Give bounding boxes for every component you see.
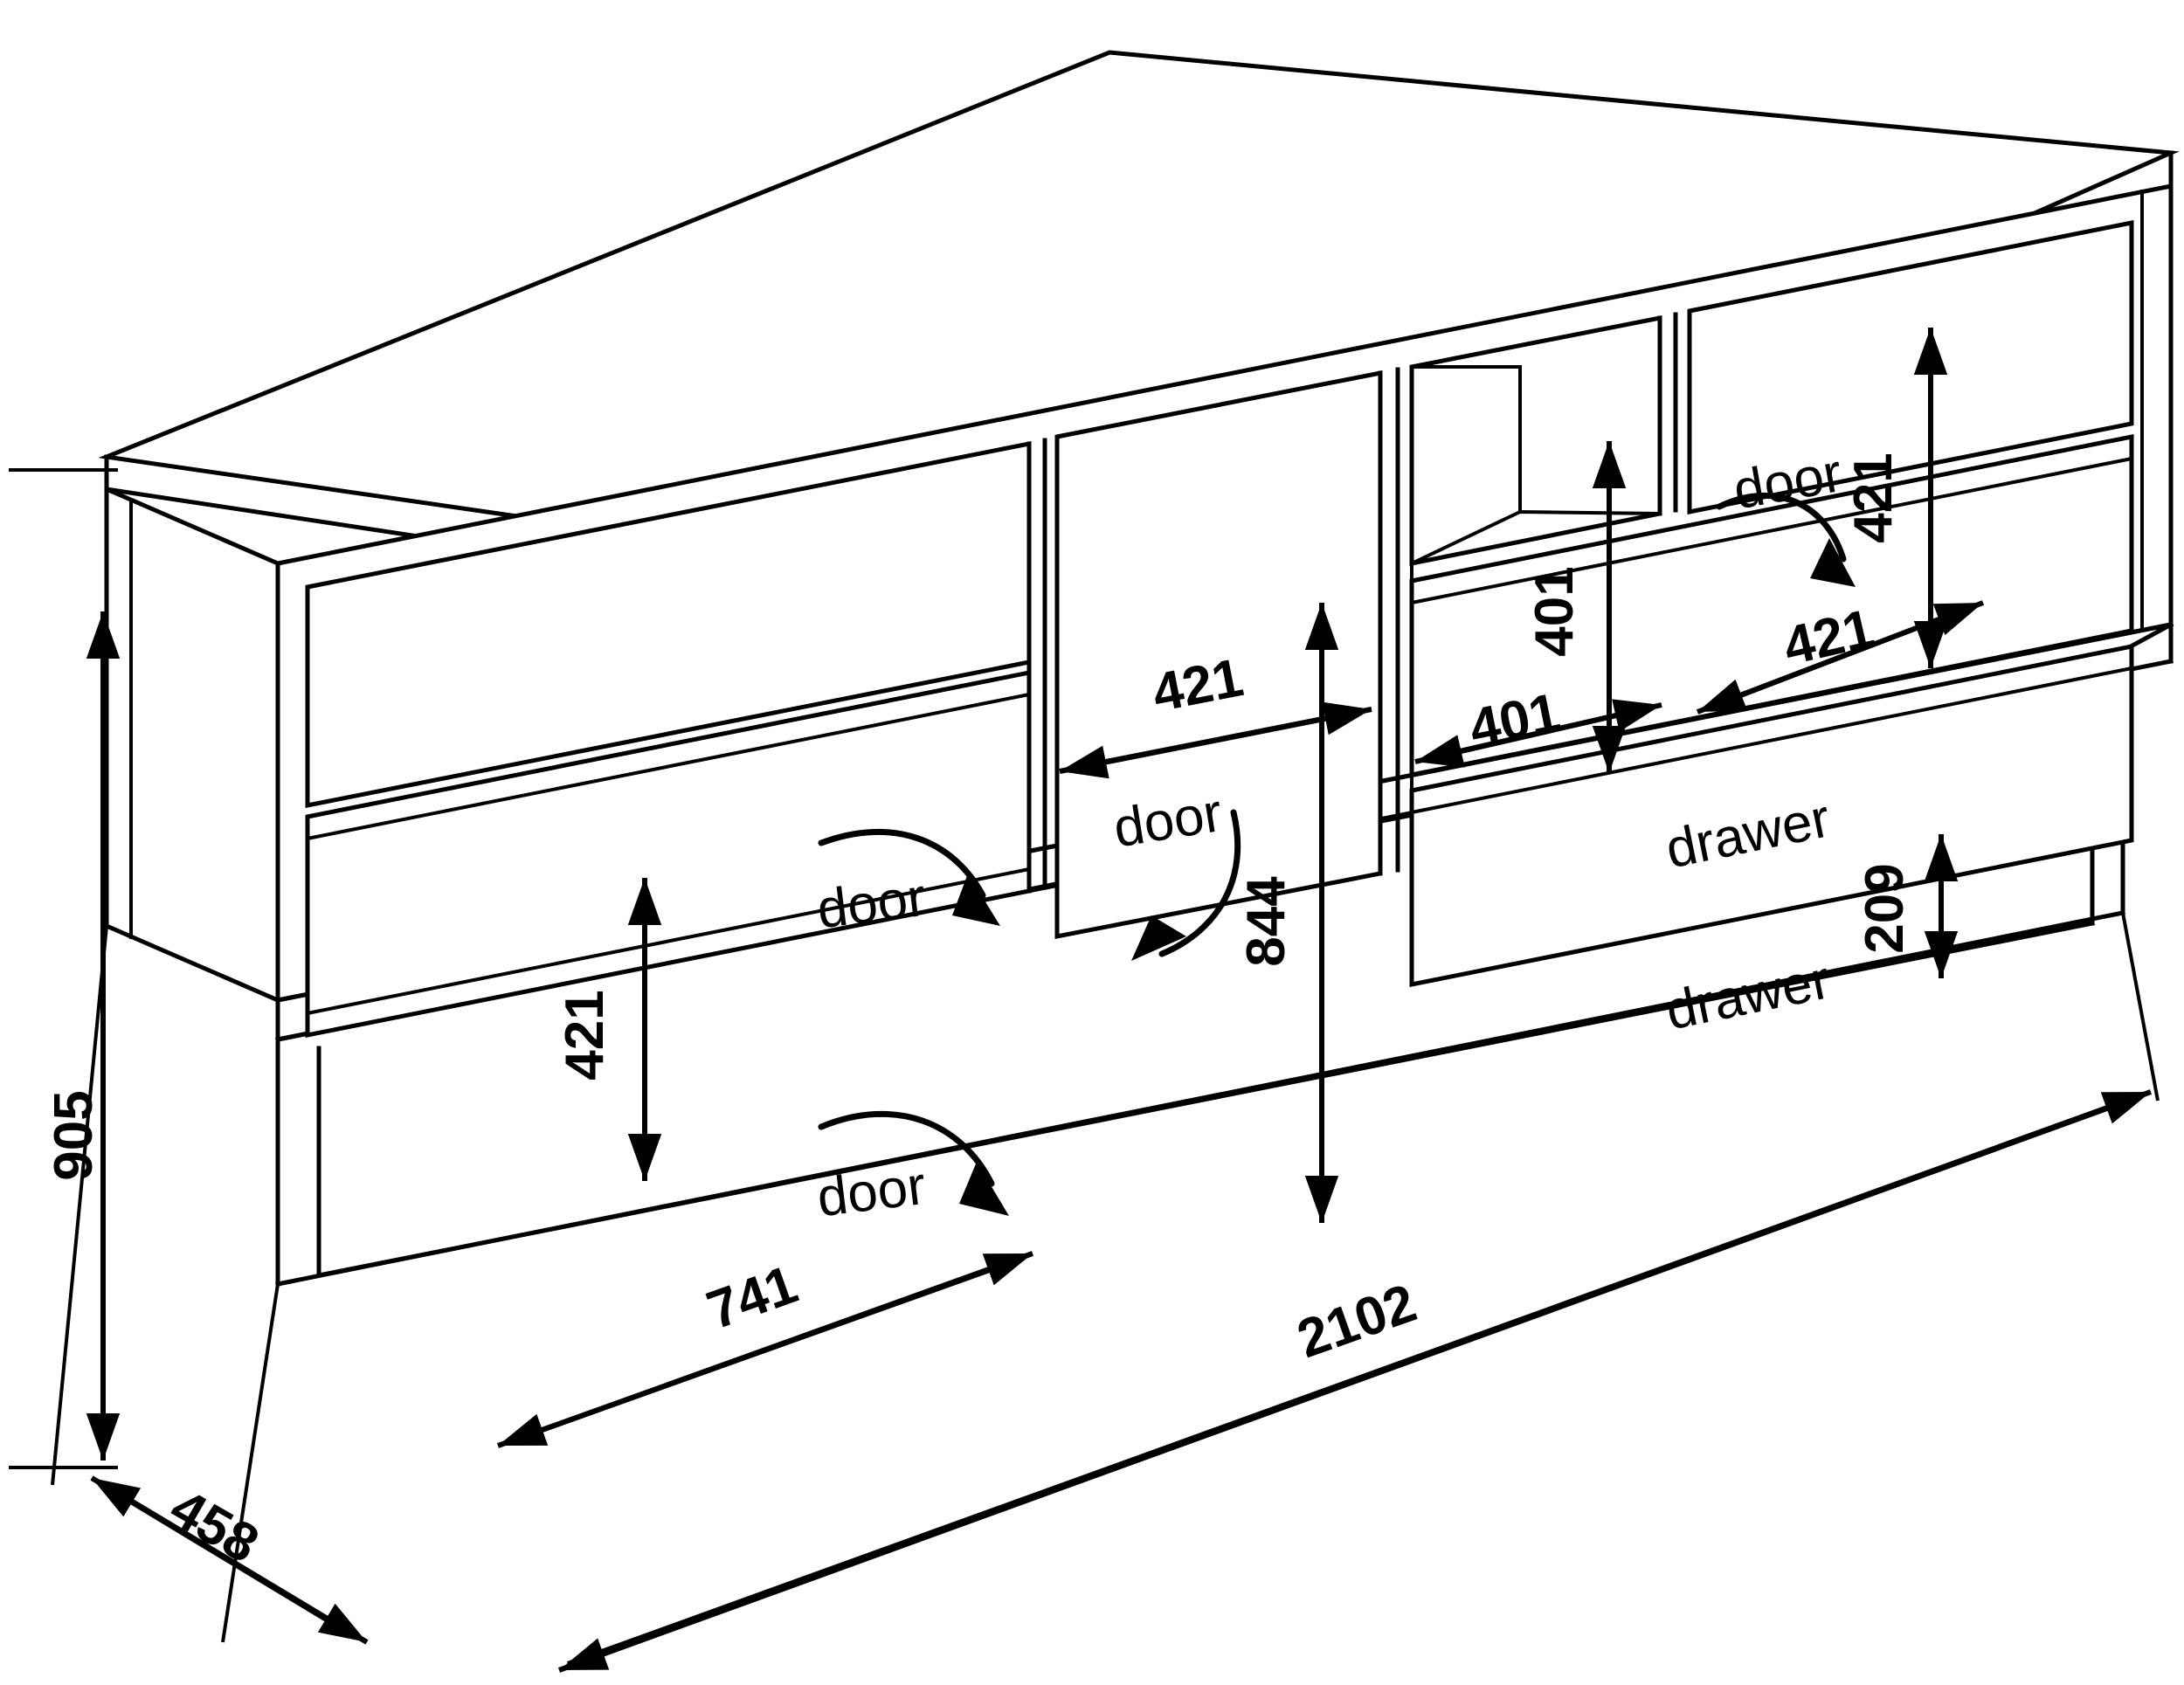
dimension-shelf-401-height-label: 401 bbox=[1524, 566, 1585, 656]
label-drawer-lower-text: drawer bbox=[1661, 950, 1835, 1041]
dimension-right-door-421-height-label: 421 bbox=[1843, 452, 1904, 542]
dimension-overall-height: 905 bbox=[9, 468, 121, 1469]
dimension-overall-width: 2102 bbox=[557, 912, 2160, 1673]
label-left-upper-door: door bbox=[814, 829, 1000, 941]
label-left-lower-door: door bbox=[814, 1110, 1009, 1229]
dimension-left-door-height: 421 bbox=[555, 878, 662, 1181]
label-lower-drawer: drawer bbox=[1661, 950, 1835, 1041]
dimension-458-label: 458 bbox=[160, 1478, 268, 1575]
dimension-2102-label: 2102 bbox=[1290, 1273, 1424, 1370]
dimension-905-label: 905 bbox=[44, 1090, 104, 1180]
dimension-left-door-421-label: 421 bbox=[555, 990, 615, 1080]
dimension-209-label: 209 bbox=[1855, 863, 1915, 953]
dimension-shelf-height: 401 bbox=[1524, 441, 1627, 773]
dimension-right-door-height: 421 bbox=[1843, 328, 1948, 668]
dimension-center-door-height: 844 bbox=[1236, 603, 1339, 1223]
dimension-drawer-height: 209 bbox=[1855, 834, 1959, 978]
dimension-844-label: 844 bbox=[1236, 876, 1296, 967]
dimension-741-label: 741 bbox=[700, 1254, 805, 1342]
label-door-left-lower-text: door bbox=[814, 1156, 930, 1229]
label-door-left-upper-text: door bbox=[814, 867, 930, 941]
shelf-divider bbox=[1657, 312, 1678, 516]
dimension-overall-depth: 458 bbox=[51, 925, 369, 1645]
divider-center-right bbox=[1378, 367, 1400, 876]
divider-left-center bbox=[1026, 438, 1047, 894]
right-upper-door-panel[interactable] bbox=[1687, 219, 2134, 515]
dimension-left-lower-door-width: 741 bbox=[496, 1251, 1034, 1448]
left-side-panel bbox=[104, 486, 280, 1004]
cabinet-carcass bbox=[98, 50, 2180, 1287]
